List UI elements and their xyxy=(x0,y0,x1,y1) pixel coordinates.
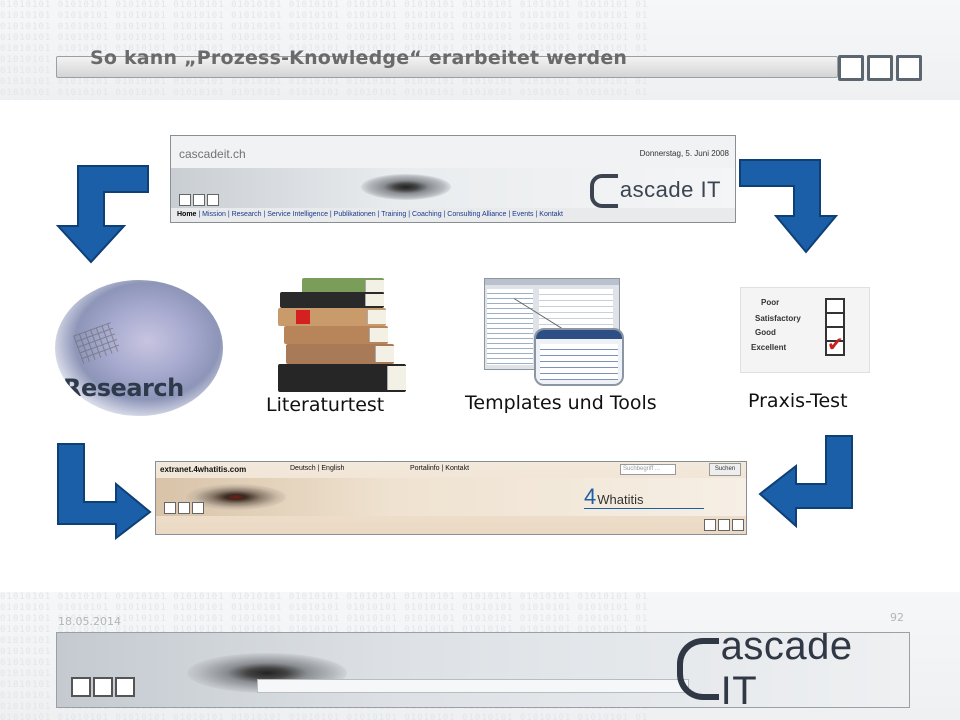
footer-page-number: 92 xyxy=(890,611,904,624)
cascade-url: cascadeit.ch xyxy=(179,147,246,161)
books-stack-icon xyxy=(276,278,408,394)
literature-label: Literaturtest xyxy=(266,394,385,416)
footer-cascade-logo: ascade IT xyxy=(677,633,899,707)
whatitis-logo-underline xyxy=(584,508,704,509)
whatitis-portal-links: Portalinfo | Kontakt xyxy=(410,465,470,472)
cascade-decor-boxes xyxy=(179,194,219,206)
keypad-image xyxy=(73,322,121,364)
footer-decor-boxes xyxy=(71,677,135,697)
binary-background-top: 01010101 01010101 01010101 01010101 0101… xyxy=(0,0,960,100)
footer-banner: ascade IT xyxy=(56,632,910,708)
eye-image xyxy=(361,174,451,200)
checkmark-icon: ✔ xyxy=(827,332,844,356)
option-excellent: Excellent xyxy=(751,343,787,352)
whatitis-logo: 4Whatitis xyxy=(584,484,644,509)
cascade-date: Donnerstag, 5. Juni 2008 xyxy=(639,149,729,158)
footer-date: 18.05.2014 xyxy=(58,615,121,628)
whatitis-decor-boxes-left xyxy=(164,502,204,514)
research-image: Research xyxy=(55,280,223,416)
checkbox-icon xyxy=(825,340,845,356)
checklist-image: Poor Satisfactory Good Excellent ✔ xyxy=(740,287,870,373)
whatitis-website-screenshot: extranet.4whatitis.com Deutsch | English… xyxy=(155,461,747,535)
arrow-up-left-icon xyxy=(758,435,853,529)
whatitis-url: extranet.4whatitis.com xyxy=(160,465,247,474)
templates-tools-screenshot xyxy=(484,278,624,386)
cascade-logo-c-icon xyxy=(589,174,618,208)
cascade-banner xyxy=(171,168,735,208)
option-poor: Poor xyxy=(761,298,780,307)
cascadeit-website-screenshot: cascadeit.ch Donnerstag, 5. Juni 2008 as… xyxy=(170,135,736,223)
whatitis-language-links: Deutsch | English xyxy=(290,465,345,472)
cascade-logo: ascade IT xyxy=(589,174,721,208)
arrow-right-down-icon xyxy=(739,159,839,254)
cascade-nav-items: | Mission | Research | Service Intellige… xyxy=(196,211,564,218)
whatitis-decor-boxes-right xyxy=(704,519,744,531)
title-decor-boxes xyxy=(838,55,922,81)
templates-label: Templates und Tools xyxy=(465,392,657,414)
option-good: Good xyxy=(755,328,776,337)
footer-logo-c-icon xyxy=(677,638,719,700)
arrow-down-left-icon xyxy=(56,165,149,264)
magnifier-icon xyxy=(534,328,624,386)
title-bar xyxy=(56,56,838,78)
cascade-nav: Home | Mission | Research | Service Inte… xyxy=(171,208,735,222)
praxis-label: Praxis-Test xyxy=(748,390,848,412)
option-satisfactory: Satisfactory xyxy=(755,314,801,323)
research-label: Research xyxy=(63,374,184,402)
arrow-down-right-icon xyxy=(57,443,152,540)
whatitis-search-button: Suchen xyxy=(709,463,741,476)
slide-title: So kann „Prozess-Knowledge“ erarbeitet w… xyxy=(90,47,628,69)
cascade-nav-home: Home xyxy=(177,211,197,218)
whatitis-search-input: Suchbegriff ... xyxy=(620,464,676,475)
